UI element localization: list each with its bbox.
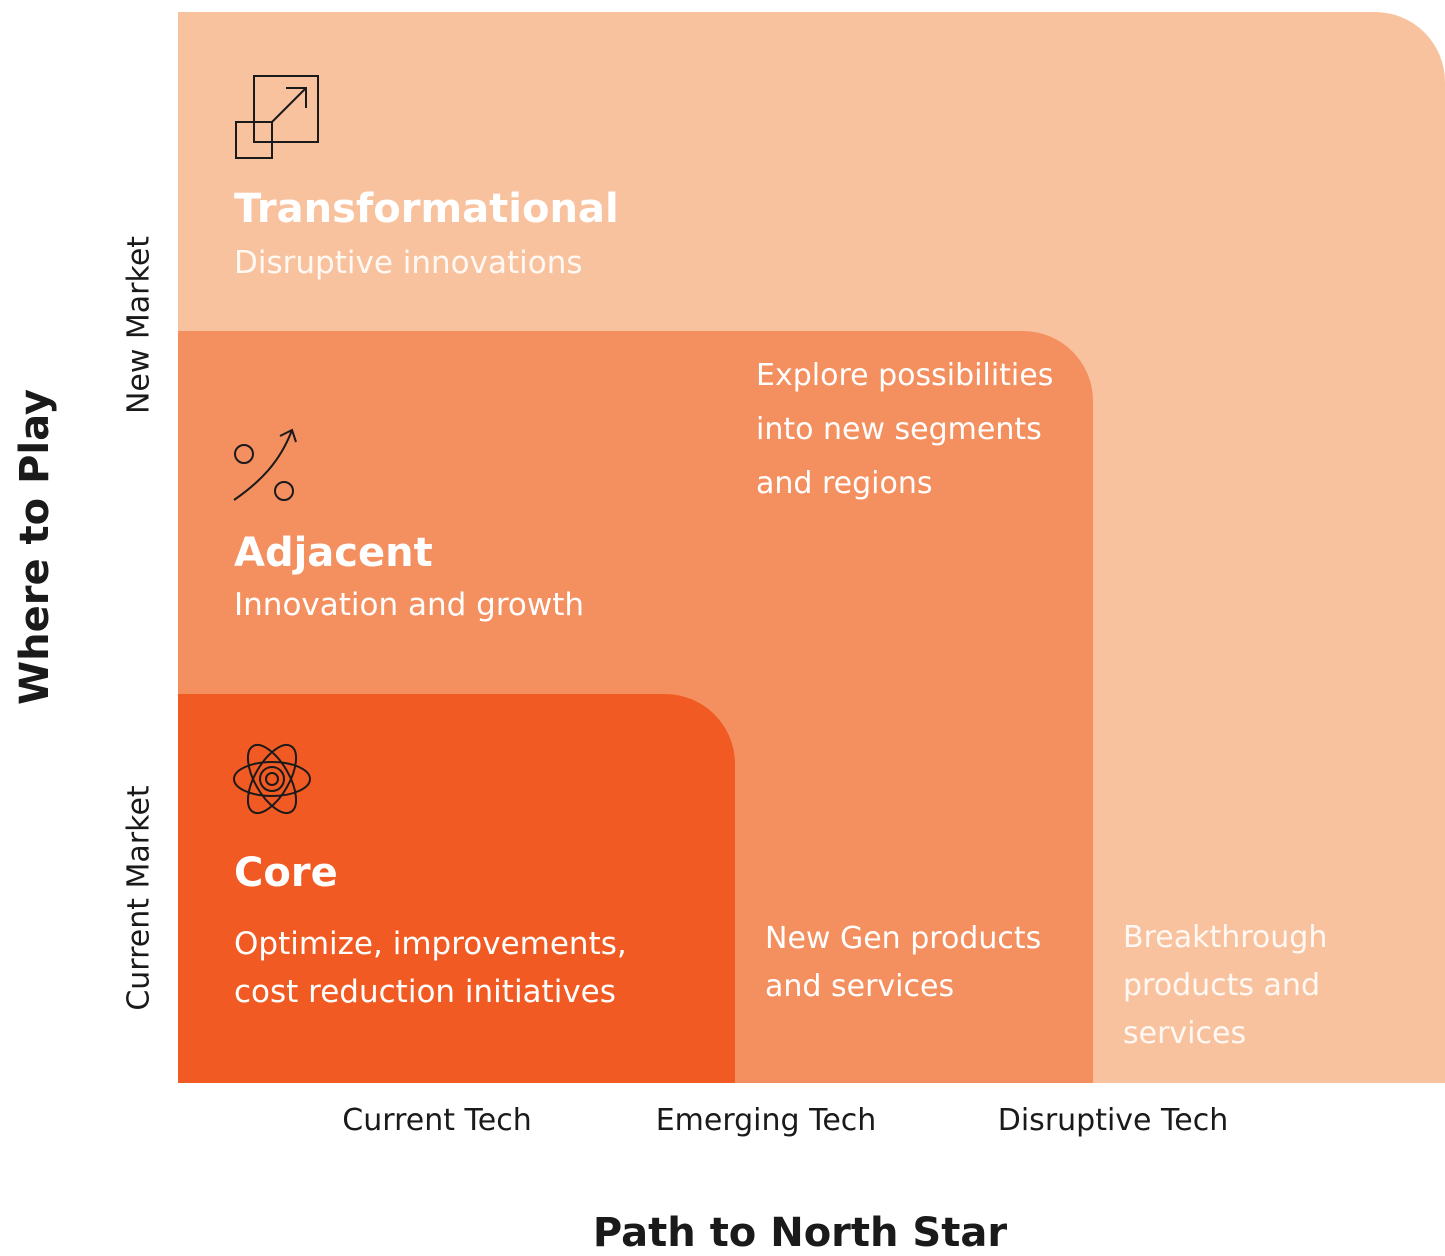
y-tick-new-market: New Market [121, 235, 157, 415]
core-subtitle-line: Optimize, improvements, [234, 926, 627, 962]
emerging-current-line: and services [765, 969, 955, 1004]
core-title: Core [234, 850, 338, 896]
core-zone [178, 694, 735, 1083]
disruptive-current-line: products and [1123, 968, 1320, 1003]
y-tick-current-market: Current Market [121, 785, 157, 1011]
disruptive-current-line: services [1123, 1016, 1247, 1051]
disruptive-current-note: Breakthrough products and services [1123, 914, 1327, 1058]
adjacent-note-line: and regions [756, 466, 933, 501]
atom-icon [233, 744, 311, 814]
adjacent-title: Adjacent [234, 530, 433, 576]
disruptive-current-line: Breakthrough [1123, 920, 1328, 955]
expand-squares-icon [235, 75, 319, 159]
adjacent-note-line: into new segments [756, 412, 1042, 447]
y-axis-title: Where to Play [12, 389, 58, 705]
emerging-current-note: New Gen products and services [765, 915, 1041, 1011]
transformational-subtitle: Disruptive innovations [234, 245, 583, 281]
adjacent-subtitle: Innovation and growth [234, 587, 585, 623]
emerging-current-line: New Gen products [765, 921, 1042, 956]
core-subtitle: Optimize, improvements, cost reduction i… [234, 920, 627, 1016]
transformational-title: Transformational [234, 186, 619, 232]
x-tick-emerging-tech: Emerging Tech [655, 1103, 877, 1138]
x-axis-title: Path to North Star [592, 1210, 1008, 1256]
x-tick-disruptive-tech: Disruptive Tech [997, 1103, 1229, 1138]
core-subtitle-line: cost reduction initiatives [234, 974, 616, 1010]
adjacent-note: Explore possibilities into new segments … [756, 349, 1053, 511]
x-tick-current-tech: Current Tech [342, 1103, 532, 1138]
adjacent-note-line: Explore possibilities [756, 358, 1054, 393]
percent-arrow-icon [233, 428, 297, 501]
